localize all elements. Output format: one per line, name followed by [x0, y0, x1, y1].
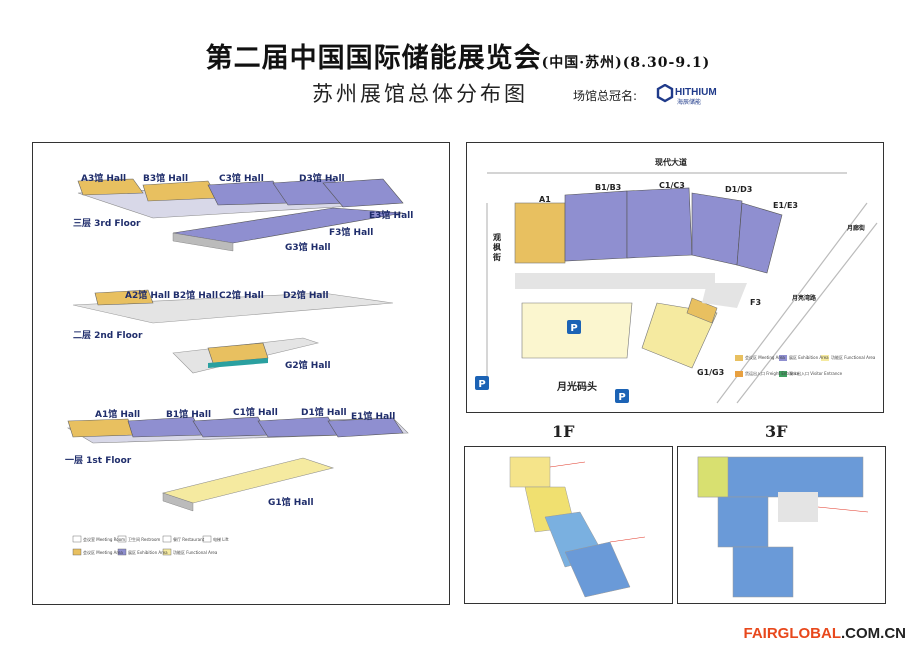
legend-restroom: 卫生间 Restroom: [128, 537, 161, 542]
parking-icon-2: P: [478, 379, 485, 390]
legend-exhibition-area: 展区 Exhibition Area: [128, 550, 168, 555]
site-hall-a1: A1: [539, 195, 551, 204]
legend-meeting-area: 会议区 Meeting Area: [83, 550, 123, 555]
legend-meeting-room: 会议室 Meeting Room: [83, 537, 126, 542]
sponsor-brand: HITHIUM: [675, 87, 717, 98]
title-main: 第二届中国国际储能展览会: [205, 43, 542, 74]
hall-label-d1: D1馆 Hall: [301, 408, 347, 418]
floor-label-2f: 二层 2nd Floor: [73, 331, 143, 341]
hall-label-c3: C3馆 Hall: [219, 174, 264, 184]
floor-label-3f: 三层 3rd Floor: [73, 219, 141, 229]
hall-label-b3: B3馆 Hall: [143, 174, 189, 184]
hall-label-e3: E3馆 Hall: [369, 211, 414, 221]
hall-label-c2: C2馆 Hall: [219, 291, 264, 301]
hall-label-g1: G1馆 Hall: [268, 498, 314, 508]
road-label-right2: 月廊街: [847, 225, 866, 232]
legend-functional-area: 功能区 Functional Area: [173, 550, 218, 555]
hall-label-b2: B2馆 Hall: [173, 291, 219, 301]
floor-overview-panel: A3馆 Hall B3馆 Hall C3馆 Hall D3馆 Hall E3馆 …: [32, 142, 450, 605]
site-hall-f3: F3: [750, 298, 762, 307]
floor-overview-drawing: [66, 178, 409, 556]
page-title: 第二届中国国际储能展览会(中国·苏州)(8.30-9.1): [0, 36, 916, 75]
floor-plan-1f: [464, 446, 673, 604]
site-hall-g1g3: G1/G3: [697, 368, 725, 377]
site-map-drawing: P P P: [475, 172, 878, 404]
sponsor-brand-cn: 海辰储能: [677, 98, 701, 106]
site-legend-visitor: 观众出入口 Visitor Entrance: [789, 371, 843, 376]
road-label-right: 月亮湾路: [792, 295, 817, 302]
sponsor-logo: HITHIUM 海辰储能: [656, 84, 717, 106]
wharf-label: 月光码头: [557, 382, 597, 393]
floor-plan-3f-drawing: [697, 456, 869, 598]
title-suffix: (中国·苏州)(8.30-9.1): [541, 55, 711, 71]
watermark-part1: FAIRGLOBAL: [743, 625, 842, 642]
hall-label-d3: D3馆 Hall: [299, 174, 345, 184]
floor-label-1f: 一层 1st Floor: [65, 456, 132, 466]
hall-label-a3: A3馆 Hall: [81, 174, 127, 184]
site-hall-d1d3: D1/D3: [725, 185, 753, 194]
hall-label-a2: A2馆 Hall: [125, 291, 171, 301]
hall-label-f3: F3馆 Hall: [329, 228, 374, 238]
legend-restaurant: 餐厅 Restaurant: [173, 537, 205, 542]
floor-plan-1f-drawing: [509, 456, 646, 598]
parking-icon-3: P: [618, 392, 625, 403]
floor-plan-1f-title: 1F: [552, 422, 575, 441]
watermark-brand: FAIRGLOBAL.COM.CN: [744, 625, 907, 642]
road-label-left: 观枫街: [493, 233, 501, 262]
hall-label-g2: G2馆 Hall: [285, 361, 331, 371]
hall-label-c1: C1馆 Hall: [233, 408, 278, 418]
page-subtitle: 苏州展馆总体分布图: [312, 82, 528, 106]
sponsor-label: 场馆总冠名:: [573, 89, 638, 103]
site-hall-b1b3: B1/B3: [595, 183, 622, 192]
road-label-top: 现代大道: [655, 158, 687, 167]
site-legend-meeting: 会议区 Meeting Area: [745, 355, 785, 360]
legend-lift: 电梯 Lift: [213, 537, 229, 542]
site-hall-e1e3: E1/E3: [773, 201, 798, 210]
site-legend-functional: 功能区 Functional Area: [831, 355, 876, 360]
parking-icon-1: P: [570, 323, 577, 334]
hall-label-e1: E1馆 Hall: [351, 412, 396, 422]
site-hall-c1c3: C1/C3: [659, 181, 685, 190]
hall-label-a1: A1馆 Hall: [95, 410, 141, 420]
hall-label-d2: D2馆 Hall: [283, 291, 329, 301]
watermark-part2: .COM.CN: [841, 625, 906, 642]
site-map-panel: P P P 现代大道 观枫街 月亮湾路 月廊街 月光码头 A1 B1/B3 C1…: [466, 142, 884, 413]
hall-label-g3: G3馆 Hall: [285, 243, 331, 253]
floor-plan-3f: [677, 446, 886, 604]
hall-label-b1: B1馆 Hall: [166, 410, 212, 420]
site-legend-exhibition: 展区 Exhibition Area: [789, 355, 829, 360]
floor-plan-3f-title: 3F: [765, 422, 788, 441]
site-legend-freight: 货运出入口 Freight Entrance: [745, 371, 800, 376]
